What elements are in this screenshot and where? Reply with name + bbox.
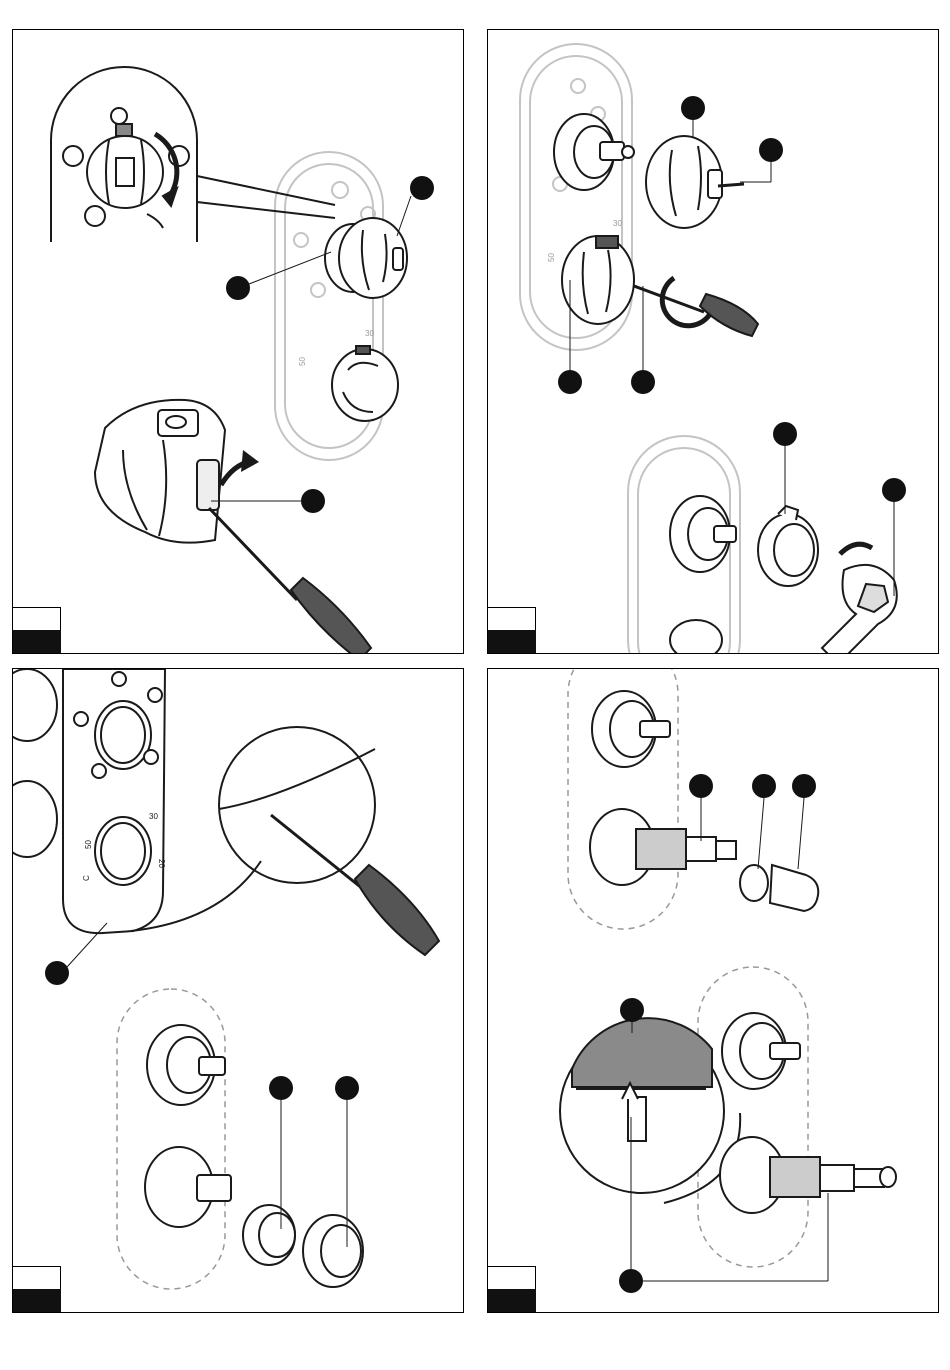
panel-2-illustration: 30 50 [488, 30, 939, 654]
callout-dot-icon [773, 422, 797, 446]
dial-mark-30: 30 [365, 329, 374, 338]
step-number [13, 1266, 61, 1289]
panel-3-illustration: 30 50 20 C [13, 669, 464, 1313]
callout-dot-icon [631, 370, 655, 394]
cover-plate [63, 669, 165, 933]
step-label [13, 630, 61, 653]
step-tab [13, 1266, 61, 1312]
step-tab [13, 607, 61, 653]
dial-mark-50: 50 [298, 357, 307, 366]
large-knob [95, 400, 225, 543]
step-number [488, 607, 536, 630]
section-detail [560, 1018, 740, 1203]
dial-mark-30: 30 [613, 219, 622, 228]
dial-mark-50: 50 [84, 840, 93, 849]
step-label [13, 1289, 61, 1312]
cartridge-removed [636, 829, 818, 911]
callout-dot-icon [558, 370, 582, 394]
callout-dot-icon [759, 138, 783, 162]
panel-4-illustration [488, 669, 939, 1313]
side-fittings [13, 669, 57, 857]
step-label [488, 630, 536, 653]
callout-dot-icon [335, 1076, 359, 1100]
seal-ring-1 [243, 1205, 295, 1265]
dial-mark-c: C [82, 875, 91, 881]
panel-4 [487, 668, 939, 1313]
spanner-icon [822, 565, 897, 654]
inset-detail [51, 67, 335, 242]
mounted-knob [562, 236, 634, 324]
step-label [488, 1289, 536, 1312]
valve-spindle [670, 496, 736, 654]
dial-mark-30: 30 [149, 812, 158, 821]
callout-dot-icon [410, 176, 434, 200]
panel-3: 30 50 20 C [12, 668, 464, 1313]
panel-1-illustration: 30 50 [13, 30, 464, 654]
lower-knob [332, 346, 398, 421]
screwdriver-icon [209, 508, 371, 654]
callout-dot-icon [45, 961, 69, 985]
screwdriver-icon [634, 286, 758, 336]
step-number [13, 607, 61, 630]
callout-dot-icon [792, 774, 816, 798]
callout-dot-icon [301, 489, 325, 513]
step-number [488, 1266, 536, 1289]
detached-knob [646, 136, 744, 228]
valve-spindle [145, 1025, 231, 1227]
callout-dot-icon [752, 774, 776, 798]
callout-dot-icon [882, 478, 906, 502]
rotate-arrow-icon [840, 544, 872, 554]
upper-knob [325, 218, 407, 298]
callout-dot-icon [619, 1269, 643, 1293]
callout-dot-icon [226, 276, 250, 300]
magnified-detail [131, 727, 375, 931]
retaining-ring [758, 506, 818, 586]
step-tab [488, 1266, 536, 1312]
panel-2: 30 50 [487, 29, 939, 654]
callout-dot-icon [620, 998, 644, 1022]
dial-mark-20: 20 [157, 859, 166, 868]
panel-1: 30 50 [12, 29, 464, 654]
cartridge-inserted [770, 1157, 896, 1197]
callout-dot-icon [689, 774, 713, 798]
callout-dot-icon [681, 96, 705, 120]
dial-mark-50: 50 [547, 253, 556, 262]
callout-dot-icon [269, 1076, 293, 1100]
seal-ring-2 [303, 1215, 363, 1287]
step-tab [488, 607, 536, 653]
